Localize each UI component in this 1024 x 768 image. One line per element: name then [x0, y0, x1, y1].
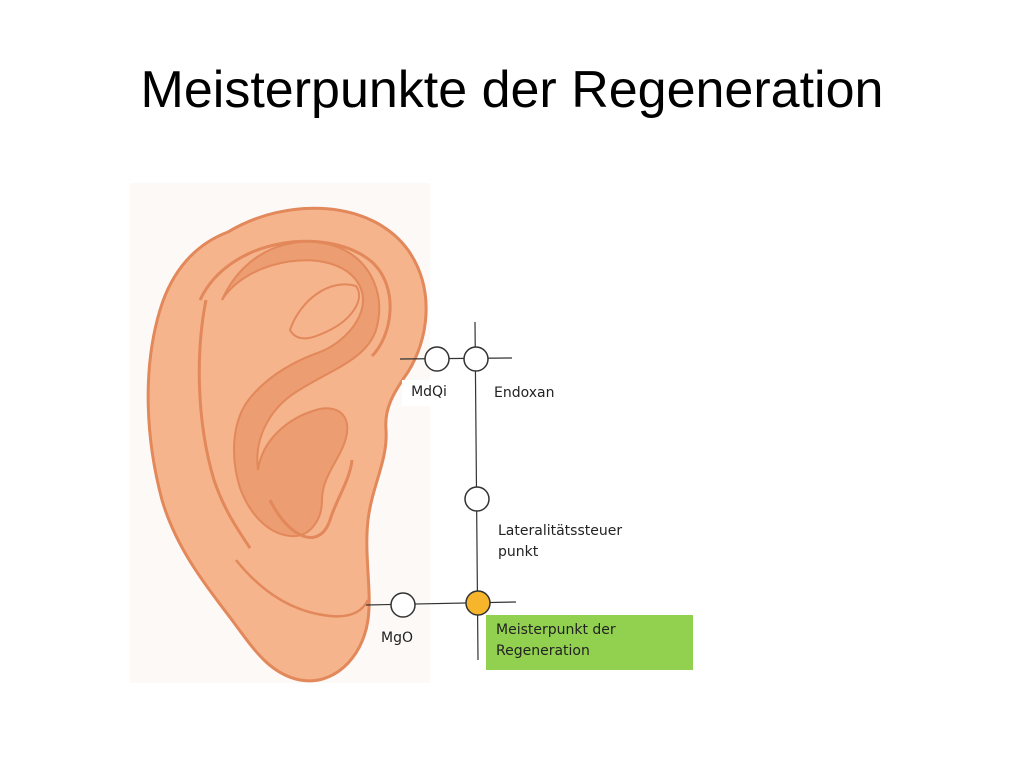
- point-marker-mgo: [390, 592, 416, 618]
- point-marker-mdqi: [424, 346, 450, 372]
- ear-fossa: [288, 283, 361, 340]
- label-meister-line2: Regeneration: [496, 643, 590, 659]
- slide-title: Meisterpunkte der Regeneration: [140, 61, 884, 119]
- label-lateral-line2: punkt: [498, 544, 539, 560]
- point-marker-endoxan: [463, 346, 489, 372]
- label-mgo: MgO: [381, 630, 413, 646]
- label-endoxan: Endoxan: [494, 385, 555, 401]
- label-lateralitaetssteuerpunkt: Lateralitätssteuer punkt: [498, 521, 658, 563]
- ear-helix-rim: [197, 239, 392, 549]
- label-mdqi: MdQi: [402, 380, 456, 406]
- ear-concha-shadow: [221, 240, 381, 538]
- ear-lobe-contour: [235, 559, 370, 618]
- point-marker-meister: [465, 590, 491, 616]
- label-meisterpunkt-box: Meisterpunkt der Regeneration: [486, 615, 693, 670]
- point-marker-lateral: [464, 486, 490, 512]
- top-horizontal-line: [399, 357, 513, 360]
- ear-tragus: [268, 459, 354, 539]
- label-meister-line1: Meisterpunkt der: [496, 622, 616, 638]
- label-lateral-line1: Lateralitätssteuer: [498, 523, 623, 539]
